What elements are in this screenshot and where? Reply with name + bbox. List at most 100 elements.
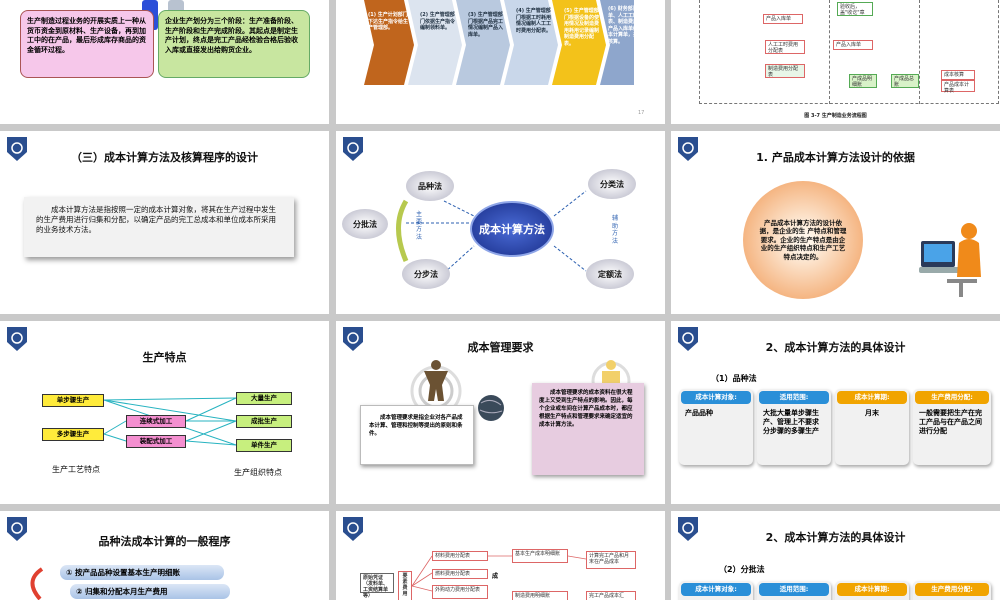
flow-source-vouchers: 原始凭证（发料单、工资结算单等） [360, 573, 394, 599]
mass-production-tag: 大量生产 [236, 392, 292, 405]
method-oval-classification[interactable]: 分类法 [588, 169, 636, 199]
school-logo-icon [678, 137, 698, 161]
multi-step-tag: 多步骤生产 [42, 428, 104, 441]
person-at-computer-icon [919, 223, 981, 297]
basis-circle: 产品成本计算方法的设计依据，是企业的生 产特点和管理要求。企业的生产特点是由企业… [743, 181, 863, 299]
batch-method-subtitle: （2）分批法 [719, 565, 765, 574]
flow-node-labor: 人工工时费用分配表 [765, 40, 805, 54]
method-oval-quota[interactable]: 定额法 [586, 259, 634, 289]
scope-value: 大批大量单步骤生产、管理上不要求分步骤的多骤生产 [763, 409, 819, 435]
flow-node-inbound-2: 产品入库单 [833, 40, 873, 50]
method-oval-variety[interactable]: 品种法 [406, 171, 454, 201]
variety-method-subtitle: （1）品种法 [711, 374, 757, 383]
person-with-rings-icon [410, 360, 462, 411]
requirement-definition-box: 成本管理要求是指企业对各产品成本计算、管理和控制等提出的原则和条件。 [360, 405, 474, 465]
slide-title: 生产特点 [142, 351, 187, 364]
organization-feature-label: 生产组织特点 [234, 468, 282, 477]
process-feature-label: 生产工艺特点 [52, 465, 100, 474]
production-stages-text: 企业生产划分为三个阶段：生产准备阶段、生产阶段和生产完成阶段。其起点是制定生产计… [165, 17, 298, 54]
continuous-processing-tag: 连续式加工 [126, 415, 186, 428]
slide-thumbnail-3[interactable]: 验收后，盖"收讫"章 产品入库单 人工工时费用分配表 制造费用分配表 产品入库单… [671, 0, 1000, 124]
center-method-label: 成本计算方法 [479, 223, 545, 236]
slide-thumbnail-9[interactable]: 2、成本计算方法的具体设计 （1）品种法 产品品种 大批大量单步骤生产、管理上不… [671, 321, 1000, 504]
slide-thumbnail-11[interactable]: 原始凭证（发料单、工资结算单等） 要素费用 材料费用分配表 燃料费用分配表 外购… [336, 511, 665, 600]
process-step-6: (6) 财务部门依据领料单、人工工时费用分配表、制造费用分配表和产品入库单编制产… [608, 6, 659, 45]
single-step-tag: 单步骤生产 [42, 394, 104, 407]
method-diagram-connectors [396, 190, 587, 274]
requirement-definition-text: 成本管理要求是指企业对各产品成本计算、管理和控制等提出的原则和条件。 [369, 415, 463, 437]
slide-thumbnail-5[interactable]: 成本计算方法 品种法 分批法 分步法 分类法 定额法 主要方法 辅助方法 [336, 131, 665, 314]
slide-title: 品种法成本计算的一般程序 [98, 535, 231, 548]
scope-header: 适用范围: [759, 391, 829, 404]
process-chevron-row: (1) 生产计划部门下达生产指令给生产管理部。 (2) 生产管理部门依据生产指令… [364, 0, 658, 90]
slide-title: 2、成本计算方法的具体设计 [765, 531, 906, 544]
school-logo-icon [343, 327, 363, 351]
globe-icon [478, 395, 504, 421]
slide-thumbnail-8[interactable]: 成本管理要求 成本管理要求是指企业对各产品成本计算、管理和控制等提出的原则和条件… [336, 321, 665, 504]
figure-caption: 图 3-7 生产制造业务流程图 [804, 113, 867, 119]
method-label-step: 分步法 [414, 269, 438, 279]
single-piece-production-tag: 单件生产 [236, 439, 292, 452]
process-step-2: (2) 生产管理部门依据生产指令编制领料单。 [420, 12, 456, 31]
procedure-step-2[interactable]: ② 归集和分配本月生产费用 [70, 584, 230, 599]
feature-connector-lines [103, 397, 237, 446]
flowchart-frame [699, 0, 999, 104]
school-logo-icon [678, 517, 698, 541]
flow-connectors [411, 555, 587, 592]
method-label-quota: 定额法 [598, 269, 622, 279]
slide-thumbnail-4[interactable]: （三）成本计算方法及核算程序的设计 成本计算方法是指按照一定的成本计算对象，将其… [0, 131, 329, 314]
flow-element-costs: 要素费用 [398, 571, 412, 600]
method-oval-step[interactable]: 分步法 [402, 259, 450, 289]
basis-text: 产品成本计算方法的设计依据，是企业的生 产特点和管理要求。企业的生产特点是由企业… [759, 218, 847, 261]
slide-thumbnail-6[interactable]: 1. 产品成本计算方法设计的依据 产品成本计算方法的设计依据，是企业的生 产特点… [671, 131, 1000, 314]
flow-node-detail-ledger: 产成品明细账 [849, 74, 877, 88]
school-logo-icon [7, 327, 27, 351]
batch-allocation-header: 生产费用分配: [915, 583, 989, 596]
flow-node-cost-table: 产品成本计算表 [941, 80, 975, 94]
flow-fuel-allocation: 燃料费用分配表 [432, 569, 488, 579]
flow-node-costing: 成本核算 [941, 70, 975, 80]
flow-node-inbound-1: 产品入库单 [763, 14, 803, 24]
aux-method-caption: 辅助方法 [612, 215, 619, 245]
curved-arrow-icon [30, 567, 44, 600]
slide-title: 成本管理要求 [467, 341, 534, 354]
flow-overhead-ledger: 制造费用明细账 [512, 591, 568, 600]
main-method-caption: 主要方法 [416, 211, 423, 241]
flow-production-ledger: 基本生产成本明细账 [512, 549, 568, 563]
process-step-3: (3) 生产管理部门根据产品完工情况编制产品入库单。 [468, 12, 504, 38]
flow-completed-summary: 完工产品成本汇 [586, 591, 636, 600]
batch-cost-object-header: 成本计算对象: [681, 583, 751, 596]
flow-node-general-ledger: 产成品总账 [891, 74, 919, 88]
flow-node-overhead: 制造费用分配表 [765, 64, 805, 78]
method-label-variety: 品种法 [418, 181, 442, 191]
slide-thumbnail-1[interactable]: 生产制造过程业务的开展实质上一种从货币资金到原材料、生产设备，再到加工中的在产品… [0, 0, 329, 124]
definition-box: 成本计算方法是指按照一定的成本计算对象，将其在生产过程中发生的生产费用进行归集和… [24, 197, 294, 257]
center-method-oval: 成本计算方法 [470, 201, 554, 257]
requirement-impact-box: 成本管理要求的成本资料在很大程度上又受到生产特点的影响。因此，每个企业或车间在计… [532, 383, 644, 475]
period-header: 成本计算期: [837, 391, 907, 404]
slide-thumbnail-12[interactable]: 2、成本计算方法的具体设计 （2）分批法 成本计算对象: 适用范围: 成本计算期… [671, 511, 1000, 600]
production-intro-text: 生产制造过程业务的开展实质上一种从货币资金到原材料、生产设备，再到加工中的在产品… [27, 17, 146, 54]
school-logo-icon [7, 517, 27, 541]
definition-text: 成本计算方法是指按照一定的成本计算对象，将其在生产过程中发生的生产费用进行归集和… [36, 205, 276, 234]
school-logo-icon [343, 517, 363, 541]
flowchart-divider [829, 0, 830, 104]
flow-material-allocation: 材料费用分配表 [432, 551, 488, 561]
batch-period-header: 成本计算期: [837, 583, 907, 596]
slide-thumbnail-7[interactable]: 生产特点 单步骤生产 多步骤生产 连续式加工 装配式加工 大量生产 成批生产 单… [0, 321, 329, 504]
slide-title: 1. 产品成本计算方法设计的依据 [756, 151, 915, 164]
method-oval-batch[interactable]: 分批法 [342, 209, 388, 239]
production-stages-box: 企业生产划分为三个阶段：生产准备阶段、生产阶段和生产完成阶段。其起点是制定生产计… [158, 10, 310, 78]
assembly-processing-tag: 装配式加工 [126, 435, 186, 448]
allocation-header: 生产费用分配: [915, 391, 989, 404]
slide-thumbnail-10[interactable]: 品种法成本计算的一般程序 ① 按产品品种设置基本生产明细账 ② 归集和分配本月生… [0, 511, 329, 600]
school-logo-icon [678, 327, 698, 351]
procedure-step-1[interactable]: ① 按产品品种设置基本生产明细账 [60, 565, 224, 580]
slide-title: 2、成本计算方法的具体设计 [765, 341, 906, 354]
requirement-impact-text: 成本管理要求的成本资料在很大程度上又受到生产特点的影响。因此，每个企业或车间在计… [539, 390, 633, 428]
slide-thumbnail-2[interactable]: (1) 生产计划部门下达生产指令给生产管理部。 (2) 生产管理部门依据生产指令… [336, 0, 665, 124]
flow-power-allocation: 外购动力费用分配表 [432, 585, 488, 599]
flow-cost-marker: 成 [492, 573, 499, 580]
method-label-batch: 分批法 [353, 219, 377, 229]
